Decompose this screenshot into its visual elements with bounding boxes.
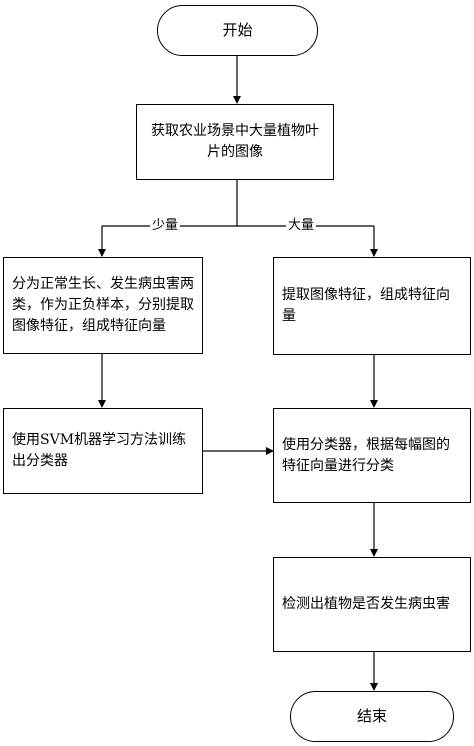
train-svm-label: 使用SVM机器学习方法训练出分类器	[12, 432, 187, 469]
extract-features-label: 提取图像特征，组成特征向量	[282, 287, 450, 324]
start-node: 开始	[157, 5, 318, 56]
acquire-images-node: 获取农业场景中大量植物叶片的图像	[136, 104, 334, 180]
extract-features-node: 提取图像特征，组成特征向量	[273, 257, 471, 355]
classify-node: 使用分类器，根据每幅图的特征向量进行分类	[273, 408, 471, 503]
detect-label: 检测出植物是否发生病虫害	[282, 596, 450, 612]
detect-node: 检测出植物是否发生病虫害	[273, 557, 471, 652]
split-classes-label: 分为正常生长、发生病虫害两类，作为正负样本，分别提取图像特征，组成特征向量	[12, 276, 194, 334]
split-classes-node: 分为正常生长、发生病虫害两类，作为正负样本，分别提取图像特征，组成特征向量	[3, 257, 203, 354]
acquire-images-label: 获取农业场景中大量植物叶片的图像	[151, 123, 319, 160]
end-node: 结束	[290, 691, 454, 742]
train-svm-node: 使用SVM机器学习方法训练出分类器	[3, 408, 203, 494]
end-node-label: 结束	[356, 707, 387, 725]
classify-label: 使用分类器，根据每幅图的特征向量进行分类	[282, 436, 450, 474]
edge-label-small: 少量	[150, 218, 181, 234]
start-node-label: 开始	[222, 21, 253, 39]
edge-label-large: 大量	[286, 218, 317, 234]
